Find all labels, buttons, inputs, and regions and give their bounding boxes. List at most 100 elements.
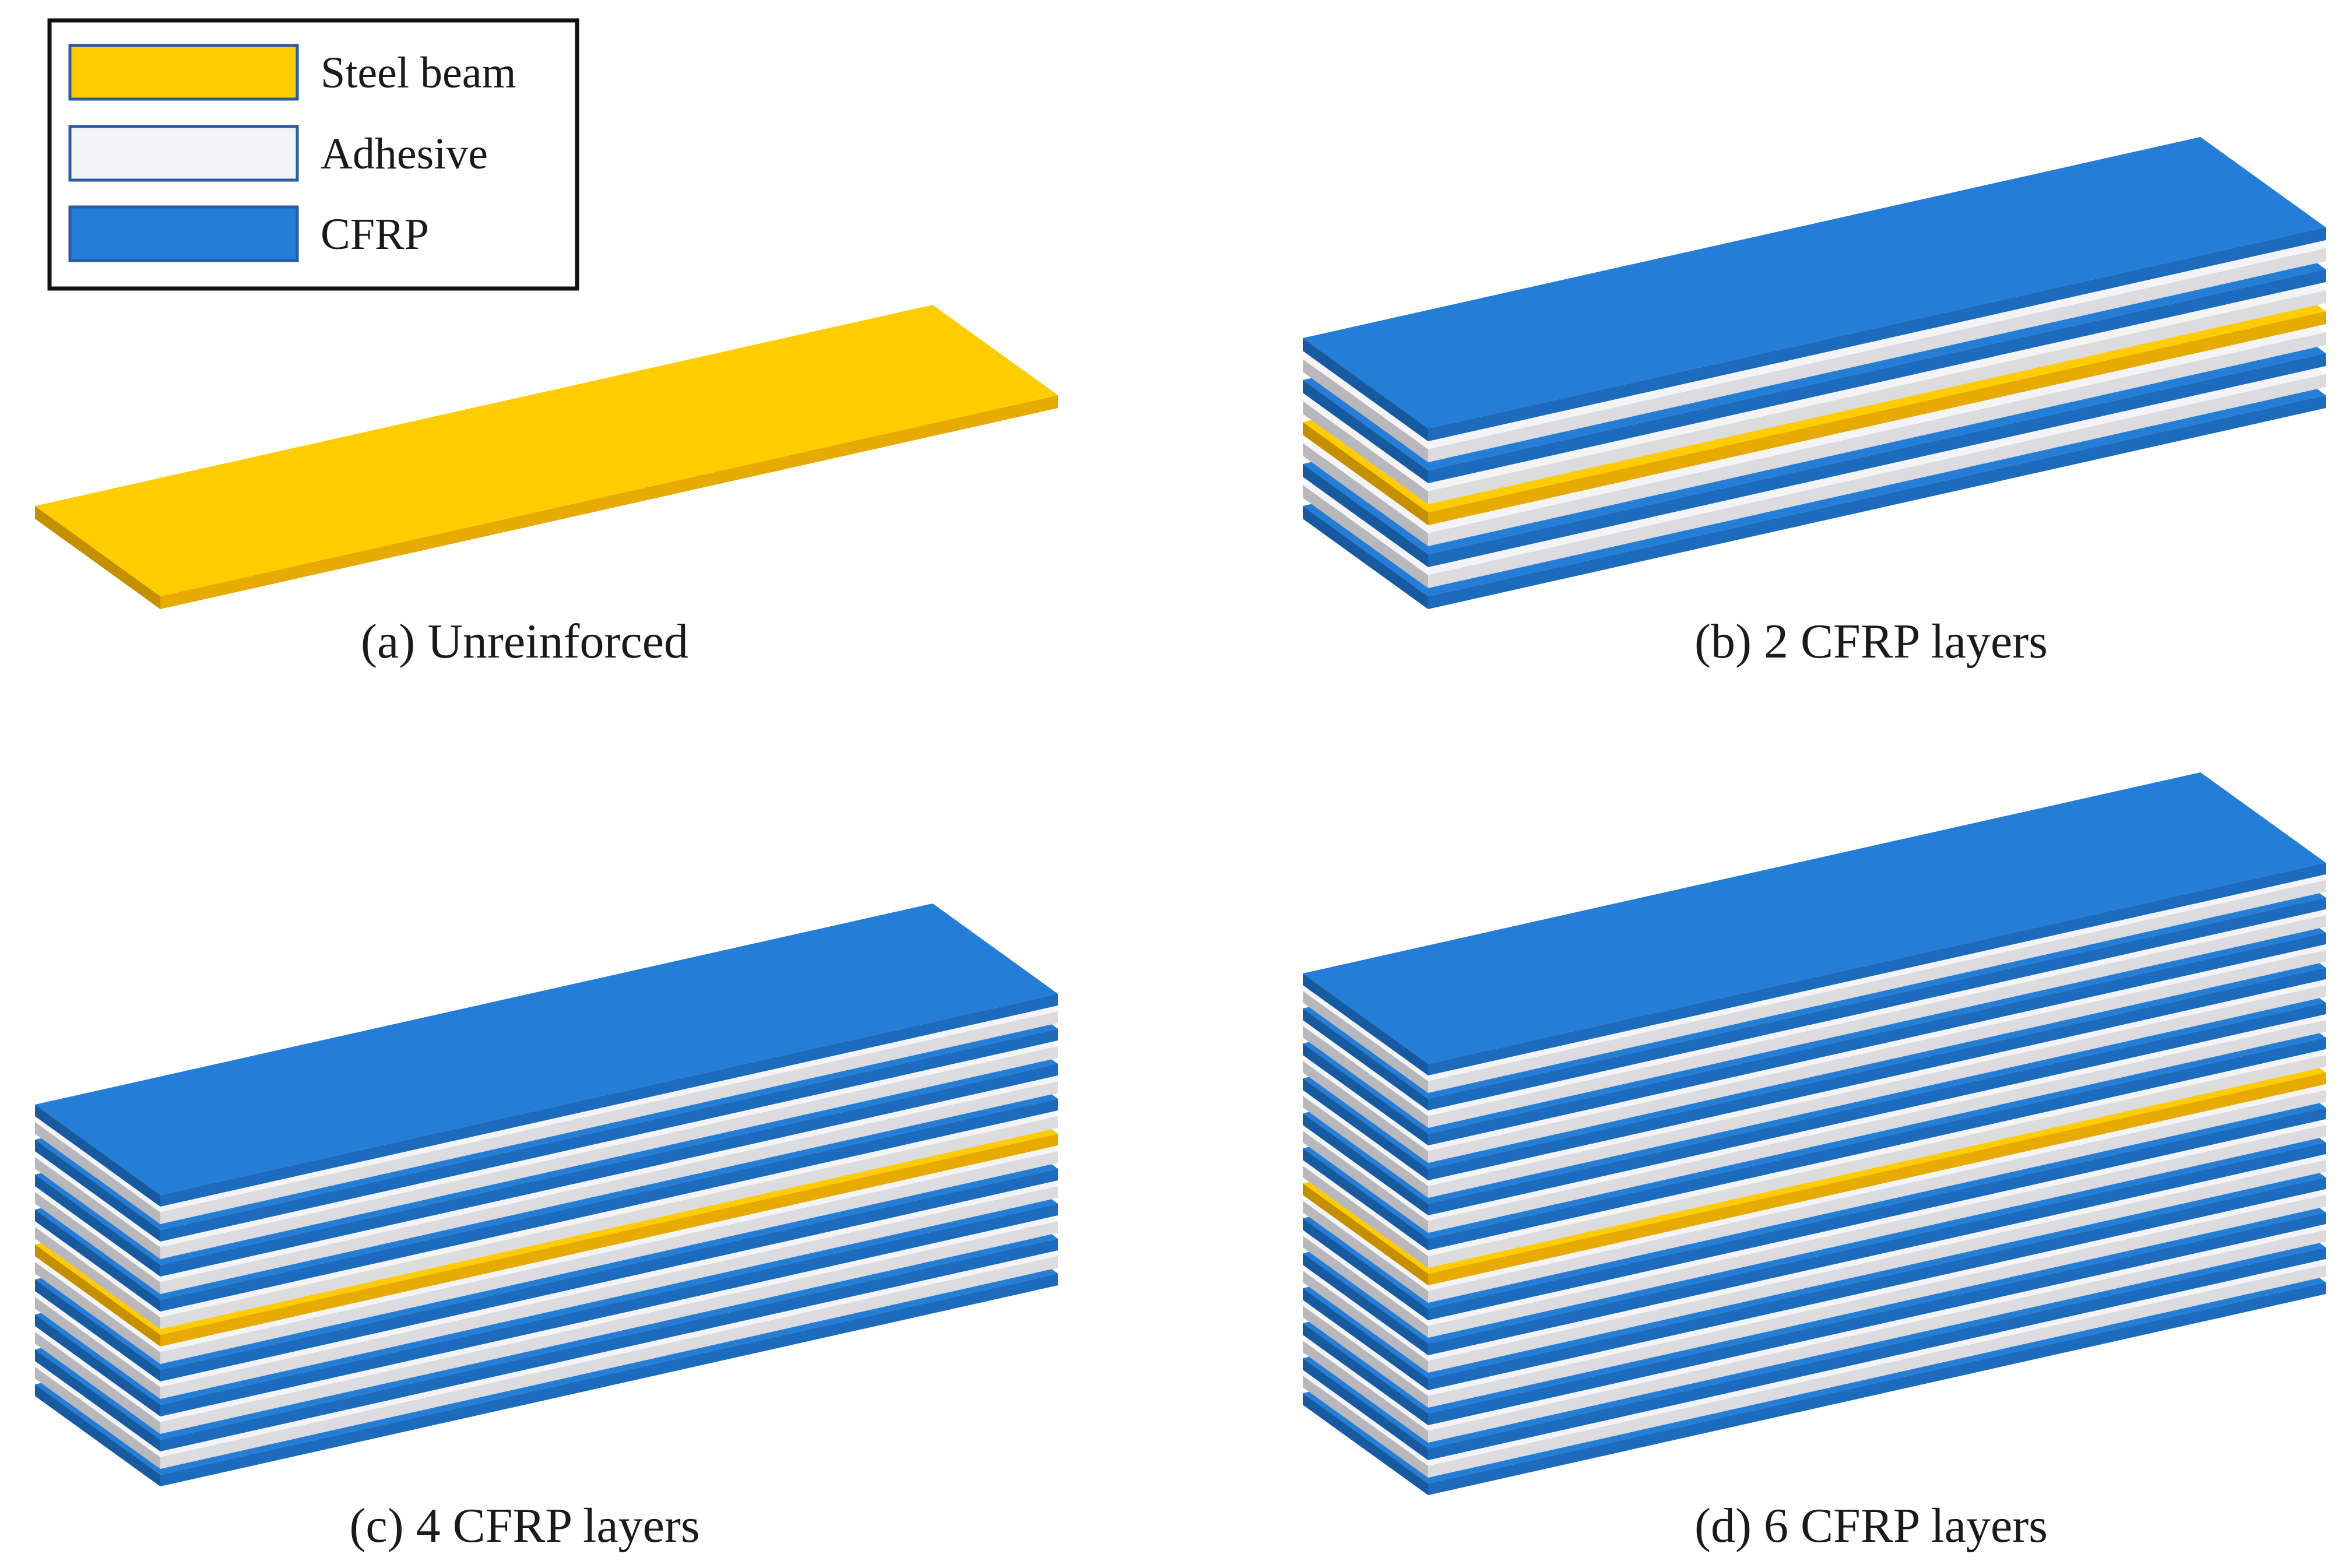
plate-d-6-cfrp-end [1303, 1078, 1428, 1180]
plate-c-0-cfrp-top [35, 903, 1058, 1195]
plate-c-12-cfrp-side [160, 1204, 1058, 1416]
plate-d-12-steel-side [1428, 1073, 2326, 1285]
plate-b-4-steel-end [1303, 422, 1428, 525]
panel-b-2-cfrp-layers [1303, 137, 2326, 609]
plate-a-0-steel-side [160, 395, 1058, 609]
plate-d-8-cfrp-end [1303, 1113, 1428, 1215]
plate-d-14-cfrp-end [1303, 1218, 1428, 1320]
plate-c-4-cfrp-side [160, 1064, 1058, 1277]
plate-c-13-adhesive-side [160, 1221, 1058, 1434]
caption-c: (c) 4 CFRP layers [349, 1499, 699, 1553]
plate-b-0-cfrp-side [1428, 227, 2326, 441]
plate-d-19-adhesive-side [1428, 1195, 2326, 1408]
plate-d-2-cfrp-side [1428, 898, 2326, 1110]
plate-c-2-cfrp-side [160, 1029, 1058, 1242]
legend-swatch-adhesive [68, 125, 299, 182]
plate-b-1-adhesive-side [1428, 248, 2326, 462]
plate-d-5-adhesive-end [1303, 1061, 1428, 1163]
plate-a-0-steel-top [35, 305, 1058, 596]
plate-d-13-adhesive-end [1303, 1201, 1428, 1303]
plate-c-2-cfrp-end [35, 1140, 160, 1242]
panel-d-6-cfrp-layers [1303, 772, 2326, 1495]
plate-c-14-cfrp-side [160, 1239, 1058, 1451]
legend-label-adhesive: Adhesive [321, 129, 488, 178]
plate-c-7-adhesive-end [35, 1227, 160, 1329]
plate-d-0-cfrp-end [1303, 973, 1428, 1075]
plate-d-9-adhesive-end [1303, 1131, 1428, 1233]
plate-d-17-adhesive-end [1303, 1271, 1428, 1373]
plate-d-7-adhesive-end [1303, 1096, 1428, 1198]
plate-b-7-adhesive-side [1428, 374, 2326, 588]
plate-c-9-adhesive-end [35, 1262, 160, 1364]
plate-b-3-adhesive-side [1428, 290, 2326, 504]
plate-c-1-adhesive-end [35, 1122, 160, 1224]
plate-b-6-cfrp-side [1428, 353, 2326, 567]
plate-d-18-cfrp-side [1428, 1177, 2326, 1390]
plate-d-16-cfrp-side [1428, 1142, 2326, 1355]
plate-d-19-adhesive-end [1303, 1306, 1428, 1408]
legend-swatch-cfrp [68, 205, 299, 262]
plate-c-15-adhesive-side [160, 1256, 1058, 1469]
plate-c-16-cfrp-side [160, 1274, 1058, 1486]
plate-a-0-steel-end [35, 506, 160, 609]
plate-b-7-adhesive-end [1303, 485, 1428, 588]
plate-d-10-cfrp-side [1428, 1038, 2326, 1250]
plate-d-21-adhesive-side [1428, 1230, 2326, 1443]
plate-c-15-adhesive-end [35, 1367, 160, 1469]
plate-c-12-cfrp-end [35, 1314, 160, 1416]
plate-d-3-adhesive-end [1303, 1026, 1428, 1128]
plate-d-15-adhesive-end [1303, 1236, 1428, 1338]
plate-d-15-adhesive-side [1428, 1125, 2326, 1338]
caption-a: (a) Unreinforced [361, 614, 688, 669]
plate-c-3-adhesive-side [160, 1046, 1058, 1259]
plate-c-16-cfrp-end [35, 1384, 160, 1486]
plate-b-2-cfrp-end [1303, 380, 1428, 483]
plate-b-6-cfrp-end [1303, 464, 1428, 567]
plate-d-23-adhesive-end [1303, 1376, 1428, 1478]
plate-c-14-cfrp-end [35, 1349, 160, 1451]
plate-b-0-cfrp-top [1303, 137, 2326, 428]
plate-b-5-adhesive-side [1428, 332, 2326, 546]
plate-d-11-adhesive-end [1303, 1166, 1428, 1268]
plate-c-8-steel-side [160, 1134, 1058, 1346]
caption-d: (d) 6 CFRP layers [1694, 1499, 2048, 1553]
plate-d-12-steel-end [1303, 1183, 1428, 1285]
panel-a-unreinforced [35, 305, 1058, 609]
plate-d-13-adhesive-side [1428, 1090, 2326, 1303]
plate-d-0-cfrp-top [1303, 772, 2326, 1064]
plate-c-7-adhesive-side [160, 1116, 1058, 1329]
plate-d-8-cfrp-side [1428, 1003, 2326, 1215]
legend-label-cfrp: CFRP [321, 210, 429, 259]
plate-d-20-cfrp-end [1303, 1323, 1428, 1425]
plate-b-2-cfrp-side [1428, 269, 2326, 483]
plate-d-6-cfrp-side [1428, 968, 2326, 1180]
plate-c-1-adhesive-side [160, 1011, 1058, 1224]
plate-d-4-cfrp-end [1303, 1043, 1428, 1145]
plate-c-5-adhesive-side [160, 1081, 1058, 1294]
plate-c-6-cfrp-side [160, 1099, 1058, 1312]
plate-c-6-cfrp-end [35, 1210, 160, 1312]
plate-d-1-adhesive-end [1303, 991, 1428, 1093]
panel-c-4-cfrp-layers [35, 903, 1058, 1486]
plate-c-11-adhesive-end [35, 1297, 160, 1399]
plate-d-3-adhesive-side [1428, 915, 2326, 1128]
plate-c-9-adhesive-side [160, 1151, 1058, 1364]
plate-c-11-adhesive-side [160, 1186, 1058, 1399]
plate-c-0-cfrp-end [35, 1105, 160, 1207]
legend-swatch-steel [68, 44, 299, 101]
plate-d-24-cfrp-side [1428, 1282, 2326, 1495]
plate-c-5-adhesive-end [35, 1192, 160, 1294]
plate-d-4-cfrp-side [1428, 933, 2326, 1145]
plate-b-5-adhesive-end [1303, 443, 1428, 546]
plate-c-0-cfrp-side [160, 994, 1058, 1207]
plate-b-8-cfrp-end [1303, 506, 1428, 609]
plate-c-3-adhesive-end [35, 1157, 160, 1259]
legend: Steel beam Adhesive CFRP [47, 18, 579, 291]
plate-d-24-cfrp-end [1303, 1393, 1428, 1495]
plate-d-0-cfrp-side [1428, 863, 2326, 1075]
plate-d-14-cfrp-side [1428, 1108, 2326, 1320]
plate-d-17-adhesive-side [1428, 1160, 2326, 1373]
plate-d-23-adhesive-side [1428, 1265, 2326, 1478]
plate-d-9-adhesive-side [1428, 1020, 2326, 1233]
